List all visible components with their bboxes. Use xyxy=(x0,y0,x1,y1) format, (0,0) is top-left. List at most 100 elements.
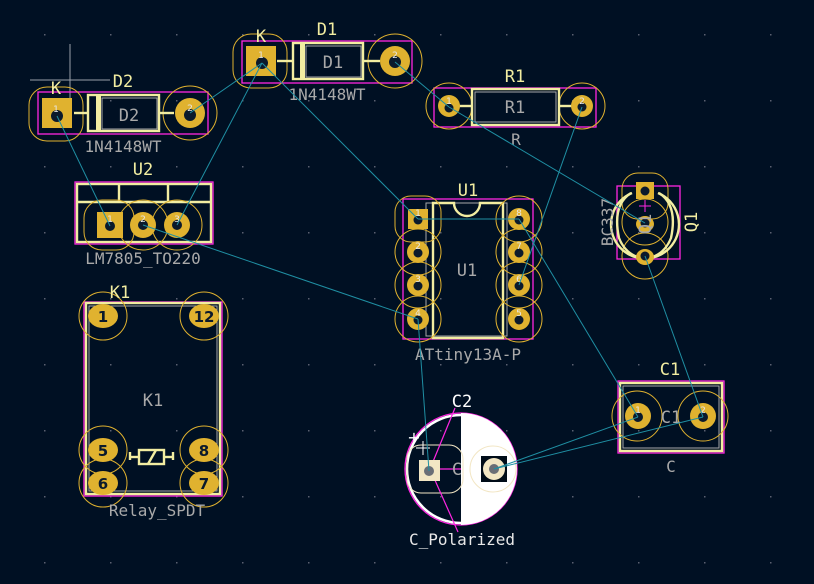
k1-pad-8[interactable] xyxy=(189,438,219,462)
u1-drill xyxy=(514,248,524,258)
grid-dot xyxy=(704,562,706,564)
grid-dot xyxy=(44,232,46,234)
d1-cathode-mark: K xyxy=(256,27,267,47)
footprint-c2[interactable]: + C C2 C_Polarized xyxy=(404,392,518,549)
grid-dot xyxy=(572,430,574,432)
grid-dot xyxy=(110,430,112,432)
grid-dot xyxy=(44,430,46,432)
grid-dot xyxy=(704,34,706,36)
d2-fab-reference: D2 xyxy=(119,106,139,126)
k1-pad-clearance xyxy=(179,458,229,508)
grid-dot xyxy=(638,364,640,366)
grid-dot xyxy=(308,364,310,366)
ratsnest-line xyxy=(448,106,646,224)
grid-dot xyxy=(44,496,46,498)
grid-dot xyxy=(44,166,46,168)
grid-dot xyxy=(176,496,178,498)
grid-dot xyxy=(374,100,376,102)
u2-pad-1-number: 1 xyxy=(107,215,113,225)
c1-value: C xyxy=(666,457,676,476)
r1-pad-2-number: 2 xyxy=(579,97,585,107)
grid-dot xyxy=(110,496,112,498)
u1-drill xyxy=(413,215,423,225)
c2-fab-reference: C xyxy=(452,460,462,480)
grid-dot xyxy=(440,430,442,432)
grid-dot xyxy=(242,430,244,432)
grid-dot xyxy=(374,166,376,168)
c2-polarity-mark: + xyxy=(407,428,420,447)
r1-pad-1-number: 1 xyxy=(446,97,452,107)
grid-dot xyxy=(110,364,112,366)
u2-pad-2-number: 2 xyxy=(140,215,146,225)
u1-pad-6-number: 6 xyxy=(516,275,522,285)
k1-pad-5[interactable] xyxy=(88,438,118,462)
k1-coil-symbol xyxy=(128,448,175,466)
grid-dot xyxy=(704,496,706,498)
grid-dot xyxy=(242,34,244,36)
c1-reference: C1 xyxy=(660,360,680,380)
u2-reference: U2 xyxy=(133,160,153,180)
ratsnest-line xyxy=(518,106,583,286)
d2-body-silk xyxy=(86,93,161,133)
grid-dot xyxy=(704,298,706,300)
k1-pad-6-number: 6 xyxy=(98,475,108,493)
grid-dot xyxy=(44,34,46,36)
grid-dot xyxy=(572,364,574,366)
d1-body-silk xyxy=(291,41,365,81)
u1-fab-reference: U1 xyxy=(457,261,477,281)
grid-dot xyxy=(638,166,640,168)
grid-dot xyxy=(770,562,772,564)
grid-dot xyxy=(374,364,376,366)
grid-dot xyxy=(440,562,442,564)
grid-dot xyxy=(440,232,442,234)
grid-dot xyxy=(572,298,574,300)
grid-dot xyxy=(44,364,46,366)
grid-dot xyxy=(308,232,310,234)
footprint-d2[interactable]: 1 2 K D2 D2 1N4148WT xyxy=(28,72,218,156)
footprint-c1[interactable]: 1 2 C1 C1 C xyxy=(611,360,729,476)
r1-fab-reference: R1 xyxy=(505,98,525,118)
k1-pad-6[interactable] xyxy=(88,471,118,495)
r1-reference: R1 xyxy=(505,67,525,87)
grid-dot xyxy=(506,430,508,432)
grid-dot xyxy=(506,562,508,564)
footprint-q1[interactable]: Q1 Q1 BC337 xyxy=(598,172,702,280)
grid-dot xyxy=(374,430,376,432)
k1-pad-1[interactable] xyxy=(88,304,118,328)
k1-value: Relay_SPDT xyxy=(109,501,206,520)
grid-dot xyxy=(374,232,376,234)
k1-pad-7[interactable] xyxy=(189,471,219,495)
grid-dot xyxy=(176,298,178,300)
grid-dot xyxy=(638,100,640,102)
grid-dot xyxy=(176,430,178,432)
c1-pad-2-number: 2 xyxy=(700,406,706,416)
k1-body-silk xyxy=(84,301,222,496)
c1-pad-1-number: 1 xyxy=(635,406,641,416)
grid-dot xyxy=(770,298,772,300)
grid-dot xyxy=(506,100,508,102)
ratsnest-line xyxy=(493,416,639,470)
grid-dot xyxy=(770,496,772,498)
grid-dot xyxy=(44,562,46,564)
grid-dot xyxy=(770,430,772,432)
q1-value: BC337 xyxy=(598,198,617,246)
u1-drill xyxy=(413,248,423,258)
footprint-d1[interactable]: 1 2 K D1 D1 1N4148WT xyxy=(232,20,423,104)
grid-dot xyxy=(308,430,310,432)
grid-dot xyxy=(308,100,310,102)
c1-body-silk xyxy=(618,381,724,453)
k1-pad-12[interactable] xyxy=(189,304,219,328)
footprint-u2[interactable]: 1 2 3 U2 LM7805_TO220 xyxy=(74,160,214,268)
footprint-r1[interactable]: 1 2 R1 R1 R xyxy=(425,67,606,149)
grid-dot xyxy=(440,166,442,168)
c2-value: C_Polarized xyxy=(409,530,515,549)
u1-pad-8-number: 8 xyxy=(516,209,522,219)
u1-pad-1-number: 1 xyxy=(415,209,421,219)
u1-drill xyxy=(514,281,524,291)
grid-dot xyxy=(638,232,640,234)
grid-dot xyxy=(374,298,376,300)
